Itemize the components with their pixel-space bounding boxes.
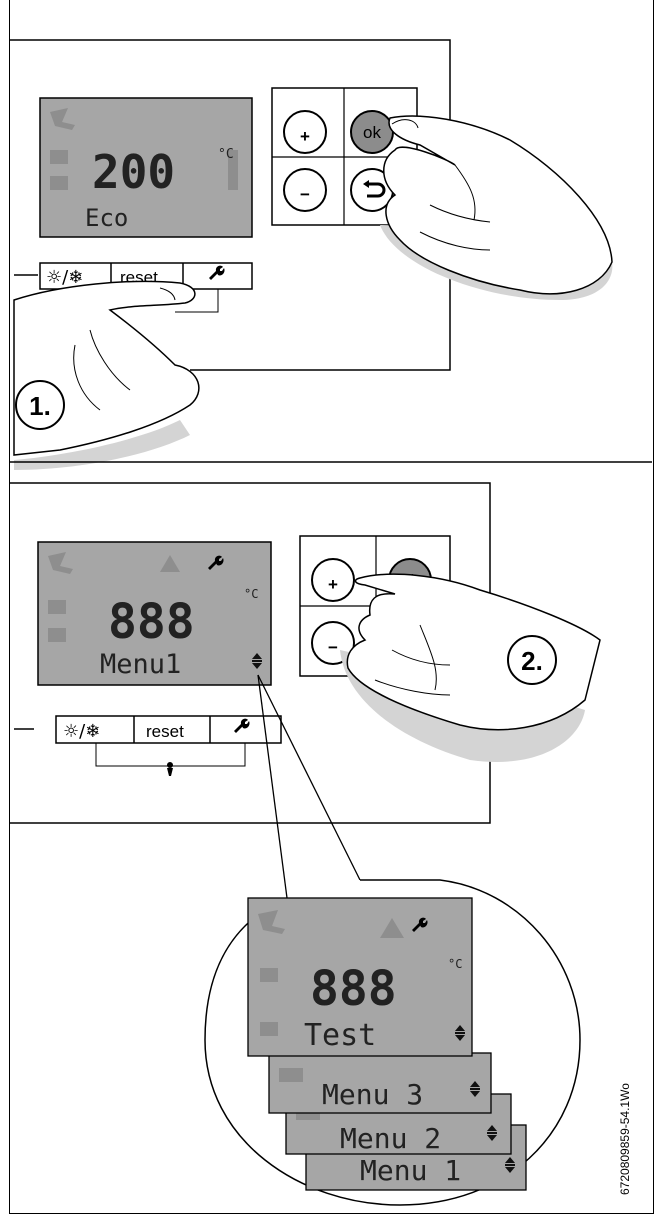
sun-snowflake-button[interactable]: ☼/❄ [46, 267, 83, 288]
svg-text:+: + [300, 127, 310, 146]
unit-label: °C [218, 147, 234, 162]
lcd-ghost-icons [50, 108, 238, 190]
back-button[interactable] [350, 168, 394, 212]
figure-frame [9, 0, 654, 1214]
hand-step2 [340, 573, 601, 762]
lcd-display [37, 541, 272, 686]
temperature-readout: 200 [92, 145, 175, 199]
plus-button[interactable]: + [283, 110, 327, 154]
document-id: 6720809859-54.1Wo [618, 1083, 632, 1195]
lcd-display [39, 97, 253, 238]
back-arrow-icon [365, 182, 386, 198]
svg-text:Menu 3: Menu 3 [322, 1078, 423, 1111]
svg-text:+: + [328, 575, 338, 594]
step2-badge [507, 635, 557, 685]
step1-panel: 200 °C Eco + ok − ☼/❄ res [10, 39, 613, 470]
svg-text:Test: Test [304, 1018, 376, 1053]
svg-text:ok: ok [363, 123, 381, 142]
sun-snowflake-button[interactable]: ☼/❄ [63, 721, 100, 742]
reset-button[interactable]: reset [146, 722, 184, 741]
zoom-screen-test: 888 °C Test [247, 897, 473, 1057]
mode-label: Eco [85, 204, 128, 232]
minus-button[interactable]: − [283, 168, 327, 212]
hand-right-step1 [380, 115, 613, 300]
svg-text:Menu 1: Menu 1 [360, 1154, 461, 1187]
svg-text:888: 888 [310, 961, 397, 1017]
step1-label: 1. [29, 391, 51, 421]
hand-left-step1 [13, 280, 200, 470]
zoom-screen-menu-3: Menu 3 [268, 1052, 492, 1114]
sun-snowflake-icon: ☼/❄ [63, 721, 100, 742]
chimney-sweep-icon [167, 762, 173, 776]
lcd-ghost-icons [48, 552, 180, 642]
svg-text:Menu 2: Menu 2 [340, 1122, 441, 1155]
menu-label: Menu1 [100, 649, 181, 680]
ghost-digits: 888 [108, 594, 195, 650]
ghost-unit: °C [244, 587, 258, 601]
step1-badge [15, 380, 65, 430]
svg-text:−: − [328, 638, 338, 657]
svg-text:−: − [300, 185, 310, 204]
ok-button[interactable]: ok [350, 110, 394, 154]
plus-button[interactable]: + [311, 558, 355, 602]
step2-panel: 888 °C Menu1 + ok − ☼/❄ reset [10, 482, 601, 824]
svg-text:°C: °C [448, 957, 462, 971]
step2-label: 2. [521, 646, 543, 676]
sun-snowflake-icon: ☼/❄ [46, 267, 83, 288]
